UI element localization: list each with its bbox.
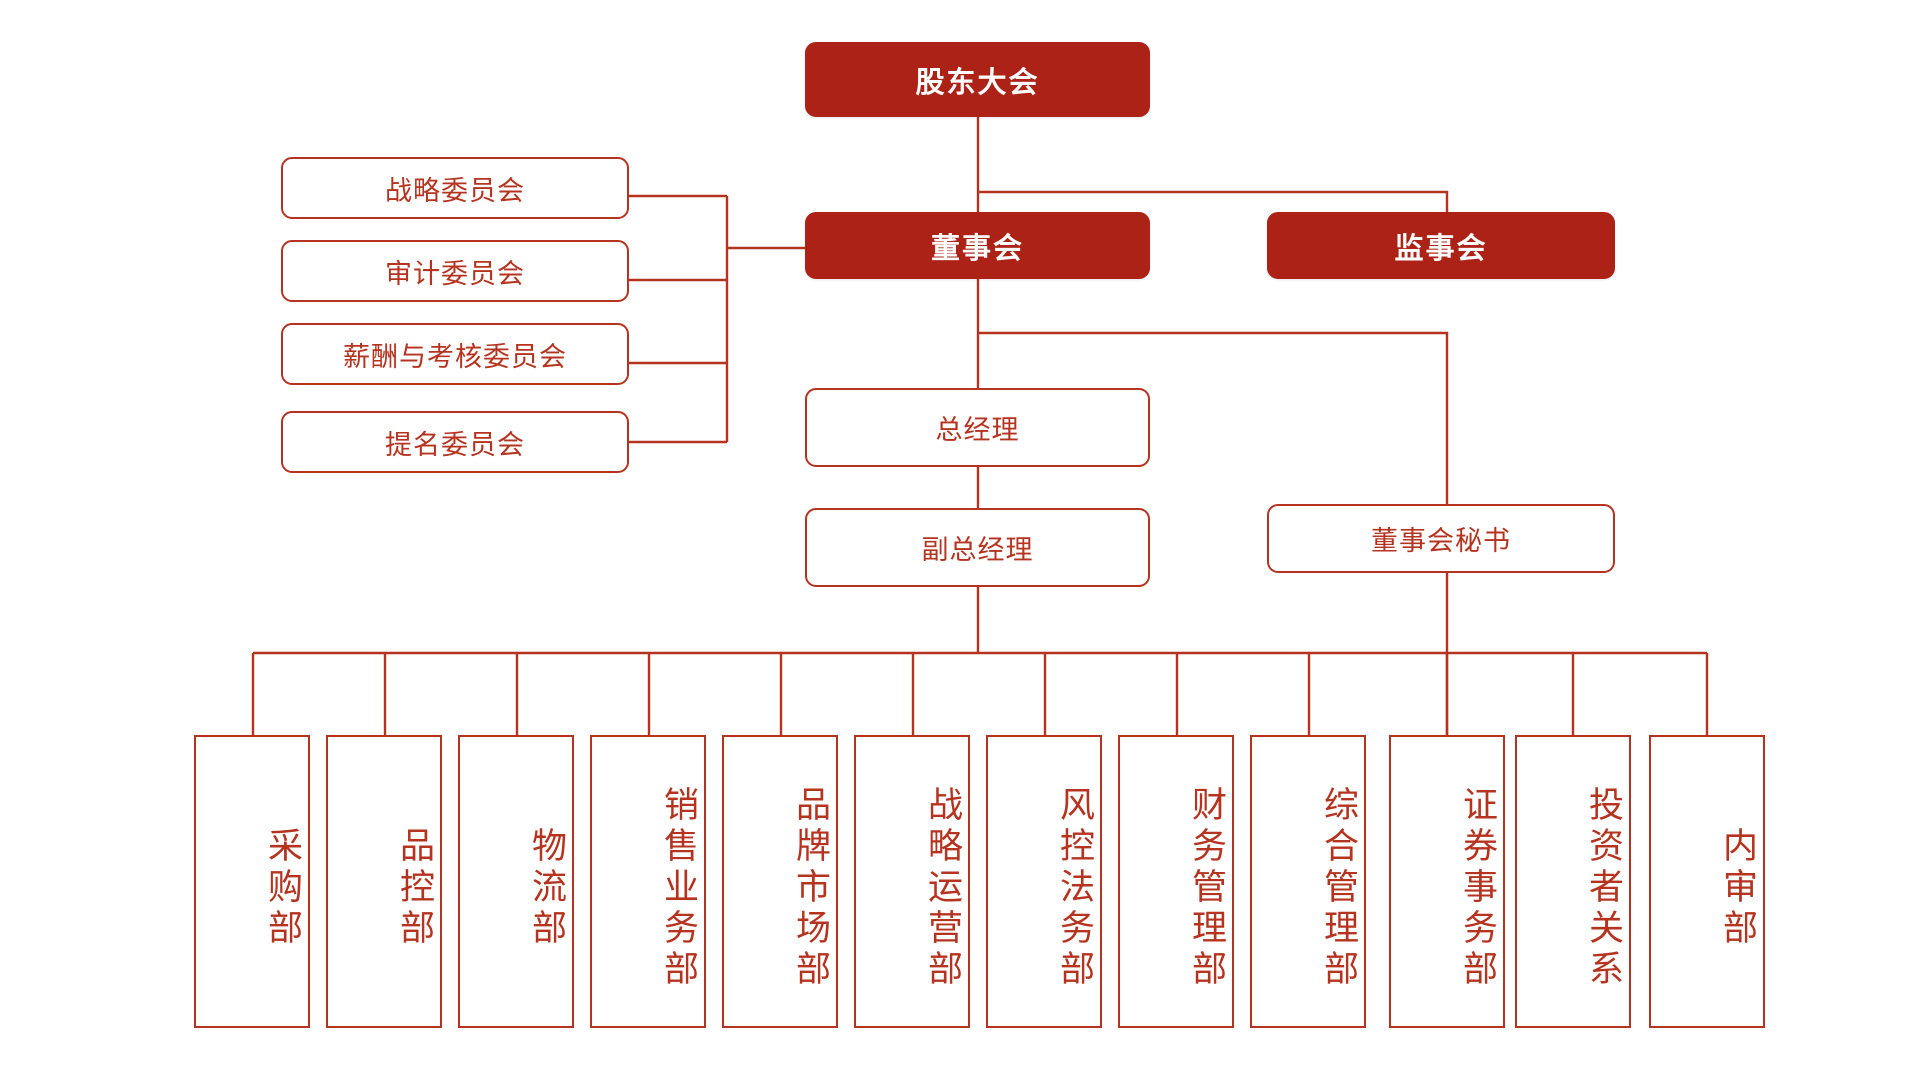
node-label: 物流部 — [527, 827, 566, 950]
node-department-quality-control[interactable]: 品控部 — [326, 735, 442, 1028]
node-label: 董事会秘书 — [1371, 526, 1511, 556]
node-department-general-administration[interactable]: 综合管理部 — [1250, 735, 1366, 1028]
node-label: 副总经理 — [921, 535, 1034, 565]
node-general-manager[interactable]: 总经理 — [805, 388, 1150, 467]
node-label: 证券事务部 — [1458, 786, 1497, 991]
node-committee-nomination[interactable]: 提名委员会 — [281, 411, 629, 473]
node-label: 监事会 — [1394, 232, 1488, 265]
node-department-sales[interactable]: 销售业务部 — [590, 735, 706, 1028]
node-board-of-directors[interactable]: 董事会 — [805, 212, 1150, 279]
node-label: 内审部 — [1718, 827, 1757, 950]
node-label: 总经理 — [935, 415, 1020, 445]
node-department-internal-audit[interactable]: 内审部 — [1649, 735, 1765, 1028]
node-label: 综合管理部 — [1319, 786, 1358, 991]
node-deputy-general-manager[interactable]: 副总经理 — [805, 508, 1150, 587]
node-label: 战略委员会 — [385, 175, 525, 206]
node-label: 战略运营部 — [923, 786, 962, 991]
node-board-secretary[interactable]: 董事会秘书 — [1267, 504, 1615, 573]
wire-shareholders-to-supervisors — [978, 190, 1449, 212]
node-label: 采购部 — [263, 827, 302, 950]
node-board-of-supervisors[interactable]: 监事会 — [1267, 212, 1615, 279]
node-label: 财务管理部 — [1187, 786, 1226, 991]
node-committee-audit[interactable]: 审计委员会 — [281, 240, 629, 302]
node-label: 品牌市场部 — [791, 786, 830, 991]
node-label: 薪酬与考核委员会 — [343, 341, 567, 372]
node-department-brand-marketing[interactable]: 品牌市场部 — [722, 735, 838, 1028]
node-label: 审计委员会 — [385, 258, 525, 289]
node-label: 董事会 — [930, 232, 1024, 265]
node-label: 投资者关系 — [1584, 786, 1623, 991]
node-department-procurement[interactable]: 采购部 — [194, 735, 310, 1028]
node-committee-remuneration[interactable]: 薪酬与考核委员会 — [281, 323, 629, 385]
node-committee-strategy[interactable]: 战略委员会 — [281, 157, 629, 219]
node-department-strategy-operations[interactable]: 战略运营部 — [854, 735, 970, 1028]
node-department-securities-affairs[interactable]: 证券事务部 — [1389, 735, 1505, 1028]
node-label: 品控部 — [395, 827, 434, 950]
node-label: 提名委员会 — [385, 429, 525, 460]
node-label: 股东大会 — [915, 66, 1040, 99]
node-department-investor-relations[interactable]: 投资者关系 — [1515, 735, 1631, 1028]
node-department-logistics[interactable]: 物流部 — [458, 735, 574, 1028]
node-department-finance[interactable]: 财务管理部 — [1118, 735, 1234, 1028]
node-department-risk-legal[interactable]: 风控法务部 — [986, 735, 1102, 1028]
node-label: 销售业务部 — [659, 786, 698, 991]
node-label: 风控法务部 — [1055, 786, 1094, 991]
node-shareholders-meeting[interactable]: 股东大会 — [805, 42, 1150, 117]
